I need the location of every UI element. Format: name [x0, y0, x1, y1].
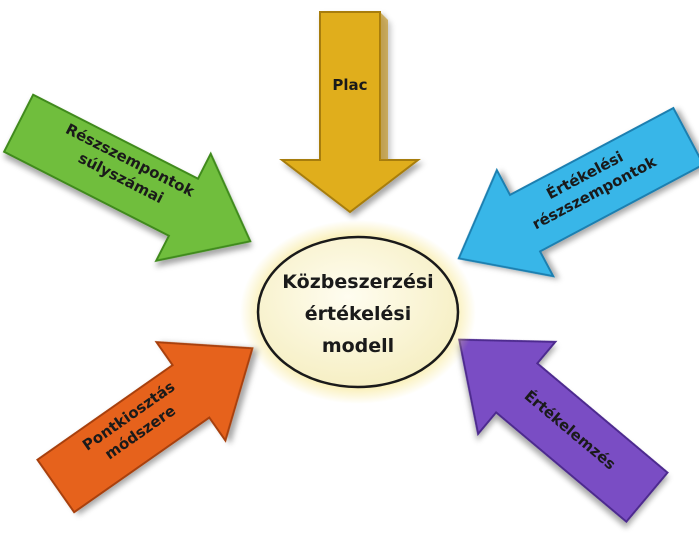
arrow-top — [279, 11, 421, 214]
center-ellipse — [256, 235, 460, 389]
center-title-line1: Közbeszerzési — [282, 271, 433, 293]
center-title-line3: modell — [322, 335, 394, 357]
arrow-top-left — [2, 93, 252, 263]
arrow-top-right — [457, 106, 699, 278]
arrow-top-label: Plac — [332, 76, 367, 94]
arrow-bottom-right — [458, 338, 669, 524]
arrow-bottom-left — [36, 341, 254, 514]
center-title-line2: értékelési — [305, 303, 411, 325]
